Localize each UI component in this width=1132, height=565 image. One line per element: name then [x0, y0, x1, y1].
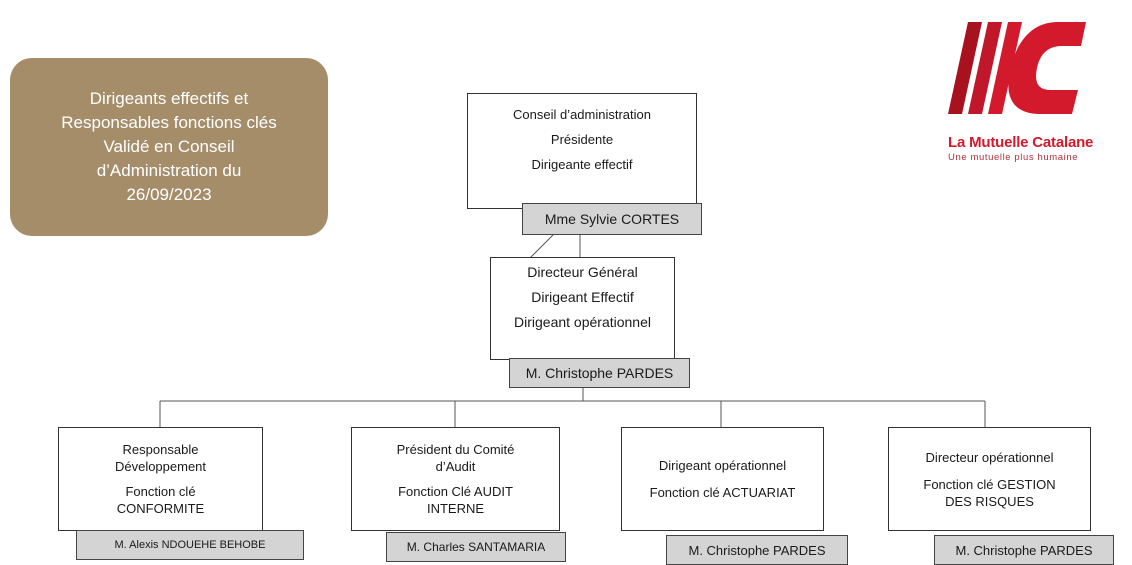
title-line-2: Responsables fonctions clés: [61, 113, 277, 132]
board-line-1: Conseil d’administration: [512, 107, 651, 122]
audit-line-1: Président du Comité: [396, 442, 515, 457]
actuariat-person-tag: M. Christophe PARDES: [666, 535, 848, 565]
board-line-2: Présidente: [550, 132, 614, 147]
actuariat-box: Dirigeant opérationnel Fonction clé ACTU…: [621, 427, 824, 531]
company-logo: La Mutuelle Catalane Une mutuelle plus h…: [938, 10, 1128, 170]
ceo-line-2: Dirigeant Effectif: [531, 289, 634, 305]
actuariat-line-2: Fonction clé ACTUARIAT: [649, 485, 796, 500]
board-line-3: Dirigeante effectif: [531, 157, 633, 172]
board-person-tag: Mme Sylvie CORTES: [522, 203, 702, 235]
conformite-line-4: CONFORMITE: [116, 501, 205, 516]
title-line-4: d’Administration du: [96, 161, 242, 180]
conformite-line-1: Responsable: [122, 442, 199, 457]
risques-person-tag: M. Christophe PARDES: [934, 535, 1114, 565]
title-line-1: Dirigeants effectifs et: [89, 89, 249, 108]
risques-box: Directeur opérationnel Fonction clé GEST…: [888, 427, 1091, 531]
conformite-box: Responsable Développement Fonction clé C…: [58, 427, 263, 531]
risques-line-3: DES RISQUES: [945, 493, 1034, 509]
audit-line-2: d’Audit: [435, 459, 476, 474]
conformite-person-tag: M. Alexis NDOUEHE BEHOBE: [76, 530, 304, 560]
audit-person-tag: M. Charles SANTAMARIA: [386, 532, 566, 562]
risques-line-1: Directeur opérationnel: [925, 449, 1054, 465]
ceo-line-3: Dirigeant opérationnel: [514, 314, 651, 330]
ceo-person-tag: M. Christophe PARDES: [509, 358, 690, 388]
title-callout: Dirigeants effectifs et Responsables fon…: [10, 58, 328, 236]
ceo-line-1: Directeur Général: [527, 264, 638, 280]
conformite-line-3: Fonction clé: [125, 484, 196, 499]
audit-line-4: INTERNE: [426, 501, 485, 516]
ceo-box: Directeur Général Dirigeant Effectif Dir…: [490, 257, 675, 360]
logo-name: La Mutuelle Catalane: [948, 134, 1094, 151]
risques-line-2: Fonction clé GESTION: [923, 476, 1056, 492]
audit-box: Président du Comité d’Audit Fonction Clé…: [351, 427, 560, 531]
title-line-5: 26/09/2023: [126, 185, 212, 204]
actuariat-line-1: Dirigeant opérationnel: [658, 458, 787, 473]
logo-mark-icon: [948, 22, 1086, 114]
board-box: Conseil d’administration Présidente Diri…: [467, 93, 697, 209]
audit-line-3: Fonction Clé AUDIT: [398, 484, 513, 499]
logo-tagline: Une mutuelle plus humaine: [948, 152, 1079, 163]
title-line-3: Validé en Conseil: [103, 137, 235, 156]
conformite-line-2: Développement: [114, 459, 207, 474]
connector-board-ceo-left: [529, 232, 556, 259]
